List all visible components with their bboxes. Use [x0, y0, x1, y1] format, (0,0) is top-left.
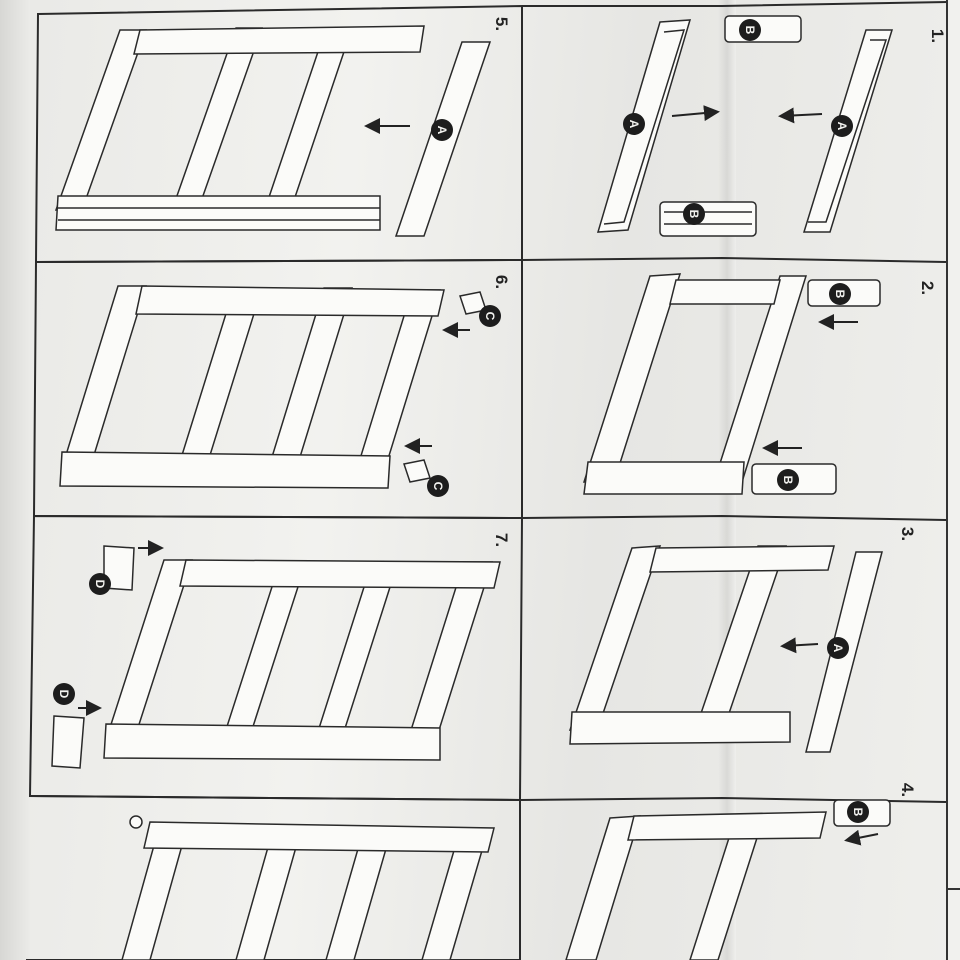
- step4-drawing: [565, 799, 891, 960]
- step-4-number: 4.: [898, 782, 918, 798]
- step7-drawing: [51, 545, 501, 769]
- sheet-left-margin: [0, 0, 30, 960]
- step-5-number: 5.: [492, 16, 512, 32]
- part-b-tag: B: [829, 283, 851, 305]
- step6-drawing: [59, 285, 487, 489]
- step3-drawing: [568, 545, 883, 753]
- part-c-tag: C: [479, 305, 501, 327]
- step-2-number: 2.: [918, 280, 938, 296]
- part-d-tag: D: [53, 683, 75, 705]
- assembly-arrows: [78, 105, 879, 846]
- step-1-number: 1.: [928, 28, 948, 44]
- panel-grid: [26, 1, 949, 960]
- part-c-tag: C: [427, 475, 449, 497]
- part-a-tag: A: [831, 115, 853, 137]
- part-b-tag: B: [847, 801, 869, 823]
- part-b-tag: B: [683, 203, 705, 225]
- part-b-tag: B: [739, 19, 761, 41]
- step8-drawing: [121, 815, 495, 960]
- edge-cut-line: [946, 888, 960, 890]
- step-6-number: 6.: [492, 274, 512, 290]
- part-a-tag: A: [431, 119, 453, 141]
- step-3-number: 3.: [898, 526, 918, 542]
- part-d-tag: D: [89, 573, 111, 595]
- next-page-edge: [946, 0, 960, 960]
- part-a-tag: A: [827, 637, 849, 659]
- part-a-tag: A: [623, 113, 645, 135]
- part-b-tag: B: [777, 469, 799, 491]
- step5-drawing: [54, 25, 492, 237]
- step-7-number: 7.: [492, 532, 512, 548]
- step2-drawing: [582, 273, 881, 495]
